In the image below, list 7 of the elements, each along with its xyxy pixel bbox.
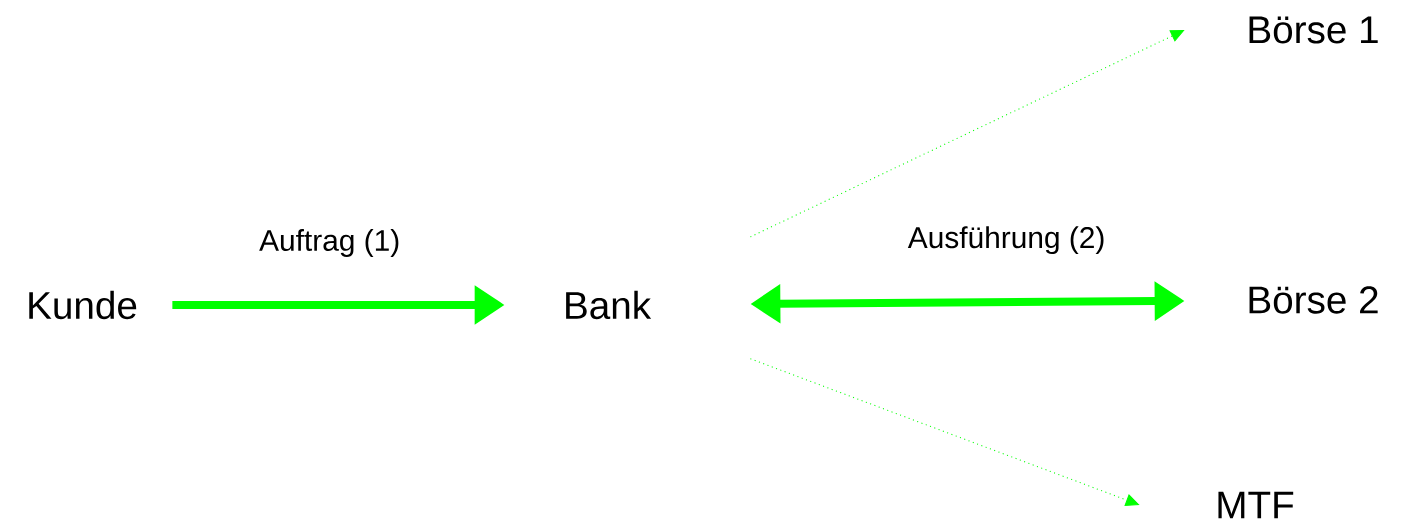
edge-label: Auftrag (1): [257, 227, 402, 259]
edge-label: Ausführung (2): [906, 224, 1108, 256]
node-label: Bank: [566, 290, 652, 320]
node-label: Börse 1: [1249, 16, 1378, 44]
node-label: MTF: [1218, 491, 1294, 519]
node-label: Börse 2: [1249, 286, 1378, 314]
node-label: Kunde: [29, 290, 137, 320]
